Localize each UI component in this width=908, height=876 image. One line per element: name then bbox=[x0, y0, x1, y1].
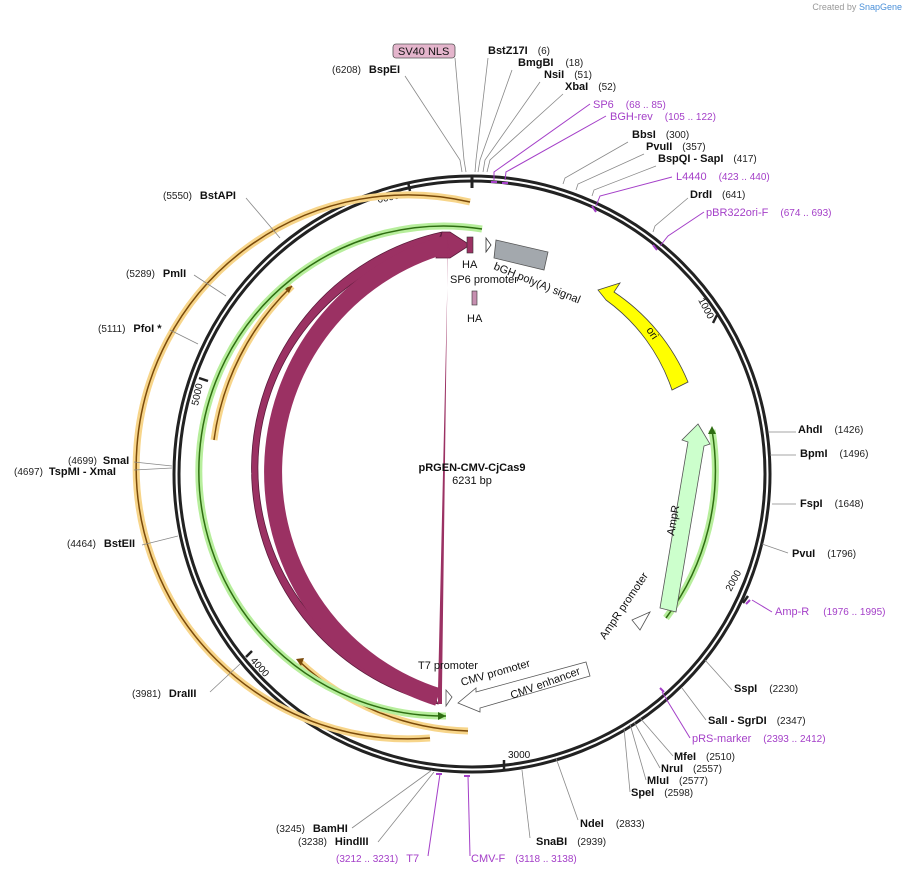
site-label-bsteii: (4464)BstEII bbox=[67, 538, 135, 550]
bgh-polya-feature bbox=[493, 239, 549, 271]
site-label-xbai: XbaI(52) bbox=[565, 81, 616, 93]
site-label-draiii: (3981)DraIII bbox=[132, 688, 196, 700]
ori-feature bbox=[597, 282, 689, 391]
site-label-hindiii: (3238)HindIII bbox=[298, 836, 369, 848]
orf-orange2-line bbox=[213, 285, 293, 441]
ampr-label: AmpR bbox=[665, 504, 682, 536]
site-label-sspi: SspI(2230) bbox=[734, 683, 798, 695]
site-label-nrui: NruI(2557) bbox=[661, 763, 722, 775]
ha-label-2: HA bbox=[467, 313, 483, 325]
ampr-feature bbox=[659, 423, 711, 613]
plasmid-name: pRGEN-CMV-CjCas9 bbox=[419, 462, 526, 474]
site-label-pvui: PvuI(1796) bbox=[792, 548, 856, 560]
site-label-bpmi: BpmI(1496) bbox=[800, 448, 868, 460]
ha-label-1: HA bbox=[462, 259, 478, 271]
t7-promoter-label: T7 promoter bbox=[418, 660, 478, 672]
orf-orange3-arrowhead bbox=[296, 658, 304, 666]
primer-label-t7: (3212 .. 3231)T7 bbox=[336, 853, 419, 865]
site-label-bmgbi: BmgBI(18) bbox=[518, 57, 583, 69]
cjcas9-label: CjCas9 bbox=[239, 444, 255, 482]
orf-green-arrowhead bbox=[438, 712, 446, 720]
plasmid-size: 6231 bp bbox=[452, 475, 492, 487]
tick-1000 bbox=[711, 314, 719, 324]
ampr-promoter-label: AmpR promoter bbox=[598, 570, 652, 641]
tick-label-5000: 5000 bbox=[190, 382, 205, 406]
primer-label-cmv-f: CMV-F(3118 .. 3138) bbox=[471, 853, 577, 865]
tick-5000 bbox=[198, 376, 209, 383]
site-label-smai: (4699)SmaI bbox=[68, 455, 129, 467]
site-label-snabi: SnaBI(2939) bbox=[536, 836, 606, 848]
enzyme-leaders bbox=[133, 57, 796, 843]
site-label-tspmi-xmai: (4697)TspMI - XmaI bbox=[14, 466, 116, 478]
site-label-bamhi: (3245)BamHI bbox=[276, 823, 348, 835]
cmv-enhancer-feature bbox=[457, 661, 591, 713]
site-label-drdi: DrdI(641) bbox=[690, 189, 745, 201]
site-label-ndei: NdeI(2833) bbox=[580, 818, 645, 830]
t7-promoter-feature bbox=[445, 688, 453, 708]
cjcas9-head bbox=[438, 232, 448, 704]
site-label-nsii: NsiI(51) bbox=[544, 69, 592, 81]
tick-2000 bbox=[741, 595, 750, 604]
site-label-pmli: (5289)PmlI bbox=[126, 268, 186, 280]
sp6-promoter-feature bbox=[485, 236, 492, 254]
ha-feature-2 bbox=[471, 290, 478, 306]
tick-6000 bbox=[406, 181, 412, 192]
orf-green-line bbox=[198, 225, 483, 717]
primer-label-pbr322ori-f: pBR322ori-F(674 .. 693) bbox=[706, 207, 832, 219]
primer-label-sp6: SP6(68 .. 85) bbox=[593, 99, 666, 111]
tick-label-3000: 3000 bbox=[508, 750, 531, 761]
primer-label-bgh-rev: BGH-rev(105 .. 122) bbox=[610, 111, 716, 123]
site-label-bbsi: BbsI(300) bbox=[632, 129, 689, 141]
site-label-pvuii: PvuII(357) bbox=[646, 141, 706, 153]
orf-orange-line bbox=[135, 194, 471, 740]
site-label-spei: SpeI(2598) bbox=[631, 787, 693, 799]
orf-green2-line bbox=[665, 429, 717, 619]
orf-orange3-line bbox=[299, 661, 469, 732]
site-label-mlui: MluI(2577) bbox=[647, 775, 708, 787]
site-label-bstapi: (5550)BstAPI bbox=[163, 190, 236, 202]
site-label-pfoi: (5111)PfoI * bbox=[98, 323, 162, 335]
site-label-sali-sgrdi: SalI - SgrDI(2347) bbox=[708, 715, 806, 727]
primer-label-l4440: L4440(423 .. 440) bbox=[676, 171, 770, 183]
tick-4000 bbox=[245, 650, 253, 658]
snapgene-logo: SnapGene bbox=[858, 2, 902, 12]
ori-label: ori bbox=[644, 325, 661, 342]
sv40-nls-label: SV40 NLS bbox=[398, 46, 449, 58]
site-label-bspqi-sapi: BspQI - SapI(417) bbox=[658, 153, 757, 165]
cjcas9-body bbox=[264, 235, 451, 706]
site-label-bstz17i: BstZ17I(6) bbox=[488, 45, 550, 57]
sp6-promoter-label: SP6 promoter bbox=[450, 274, 518, 286]
snapgene-credit: Created by SnapGene bbox=[812, 2, 902, 12]
ha-feature-1 bbox=[466, 236, 474, 254]
site-label-bspei: (6208)BspEI bbox=[332, 64, 400, 76]
site-label-fspi: FspI(1648) bbox=[800, 498, 864, 510]
site-label-mfei: MfeI(2510) bbox=[674, 751, 735, 763]
ampr-promoter-feature bbox=[631, 611, 651, 631]
primer-label-prs-marker: pRS-marker(2393 .. 2412) bbox=[692, 733, 826, 745]
site-label-ahdi: AhdI(1426) bbox=[798, 424, 863, 436]
sv40-nls-box bbox=[392, 43, 456, 59]
primer-label-amp-r: Amp-R(1976 .. 1995) bbox=[775, 606, 886, 618]
primer-leaders bbox=[427, 103, 773, 857]
orf-green2-arrowhead bbox=[708, 426, 716, 434]
